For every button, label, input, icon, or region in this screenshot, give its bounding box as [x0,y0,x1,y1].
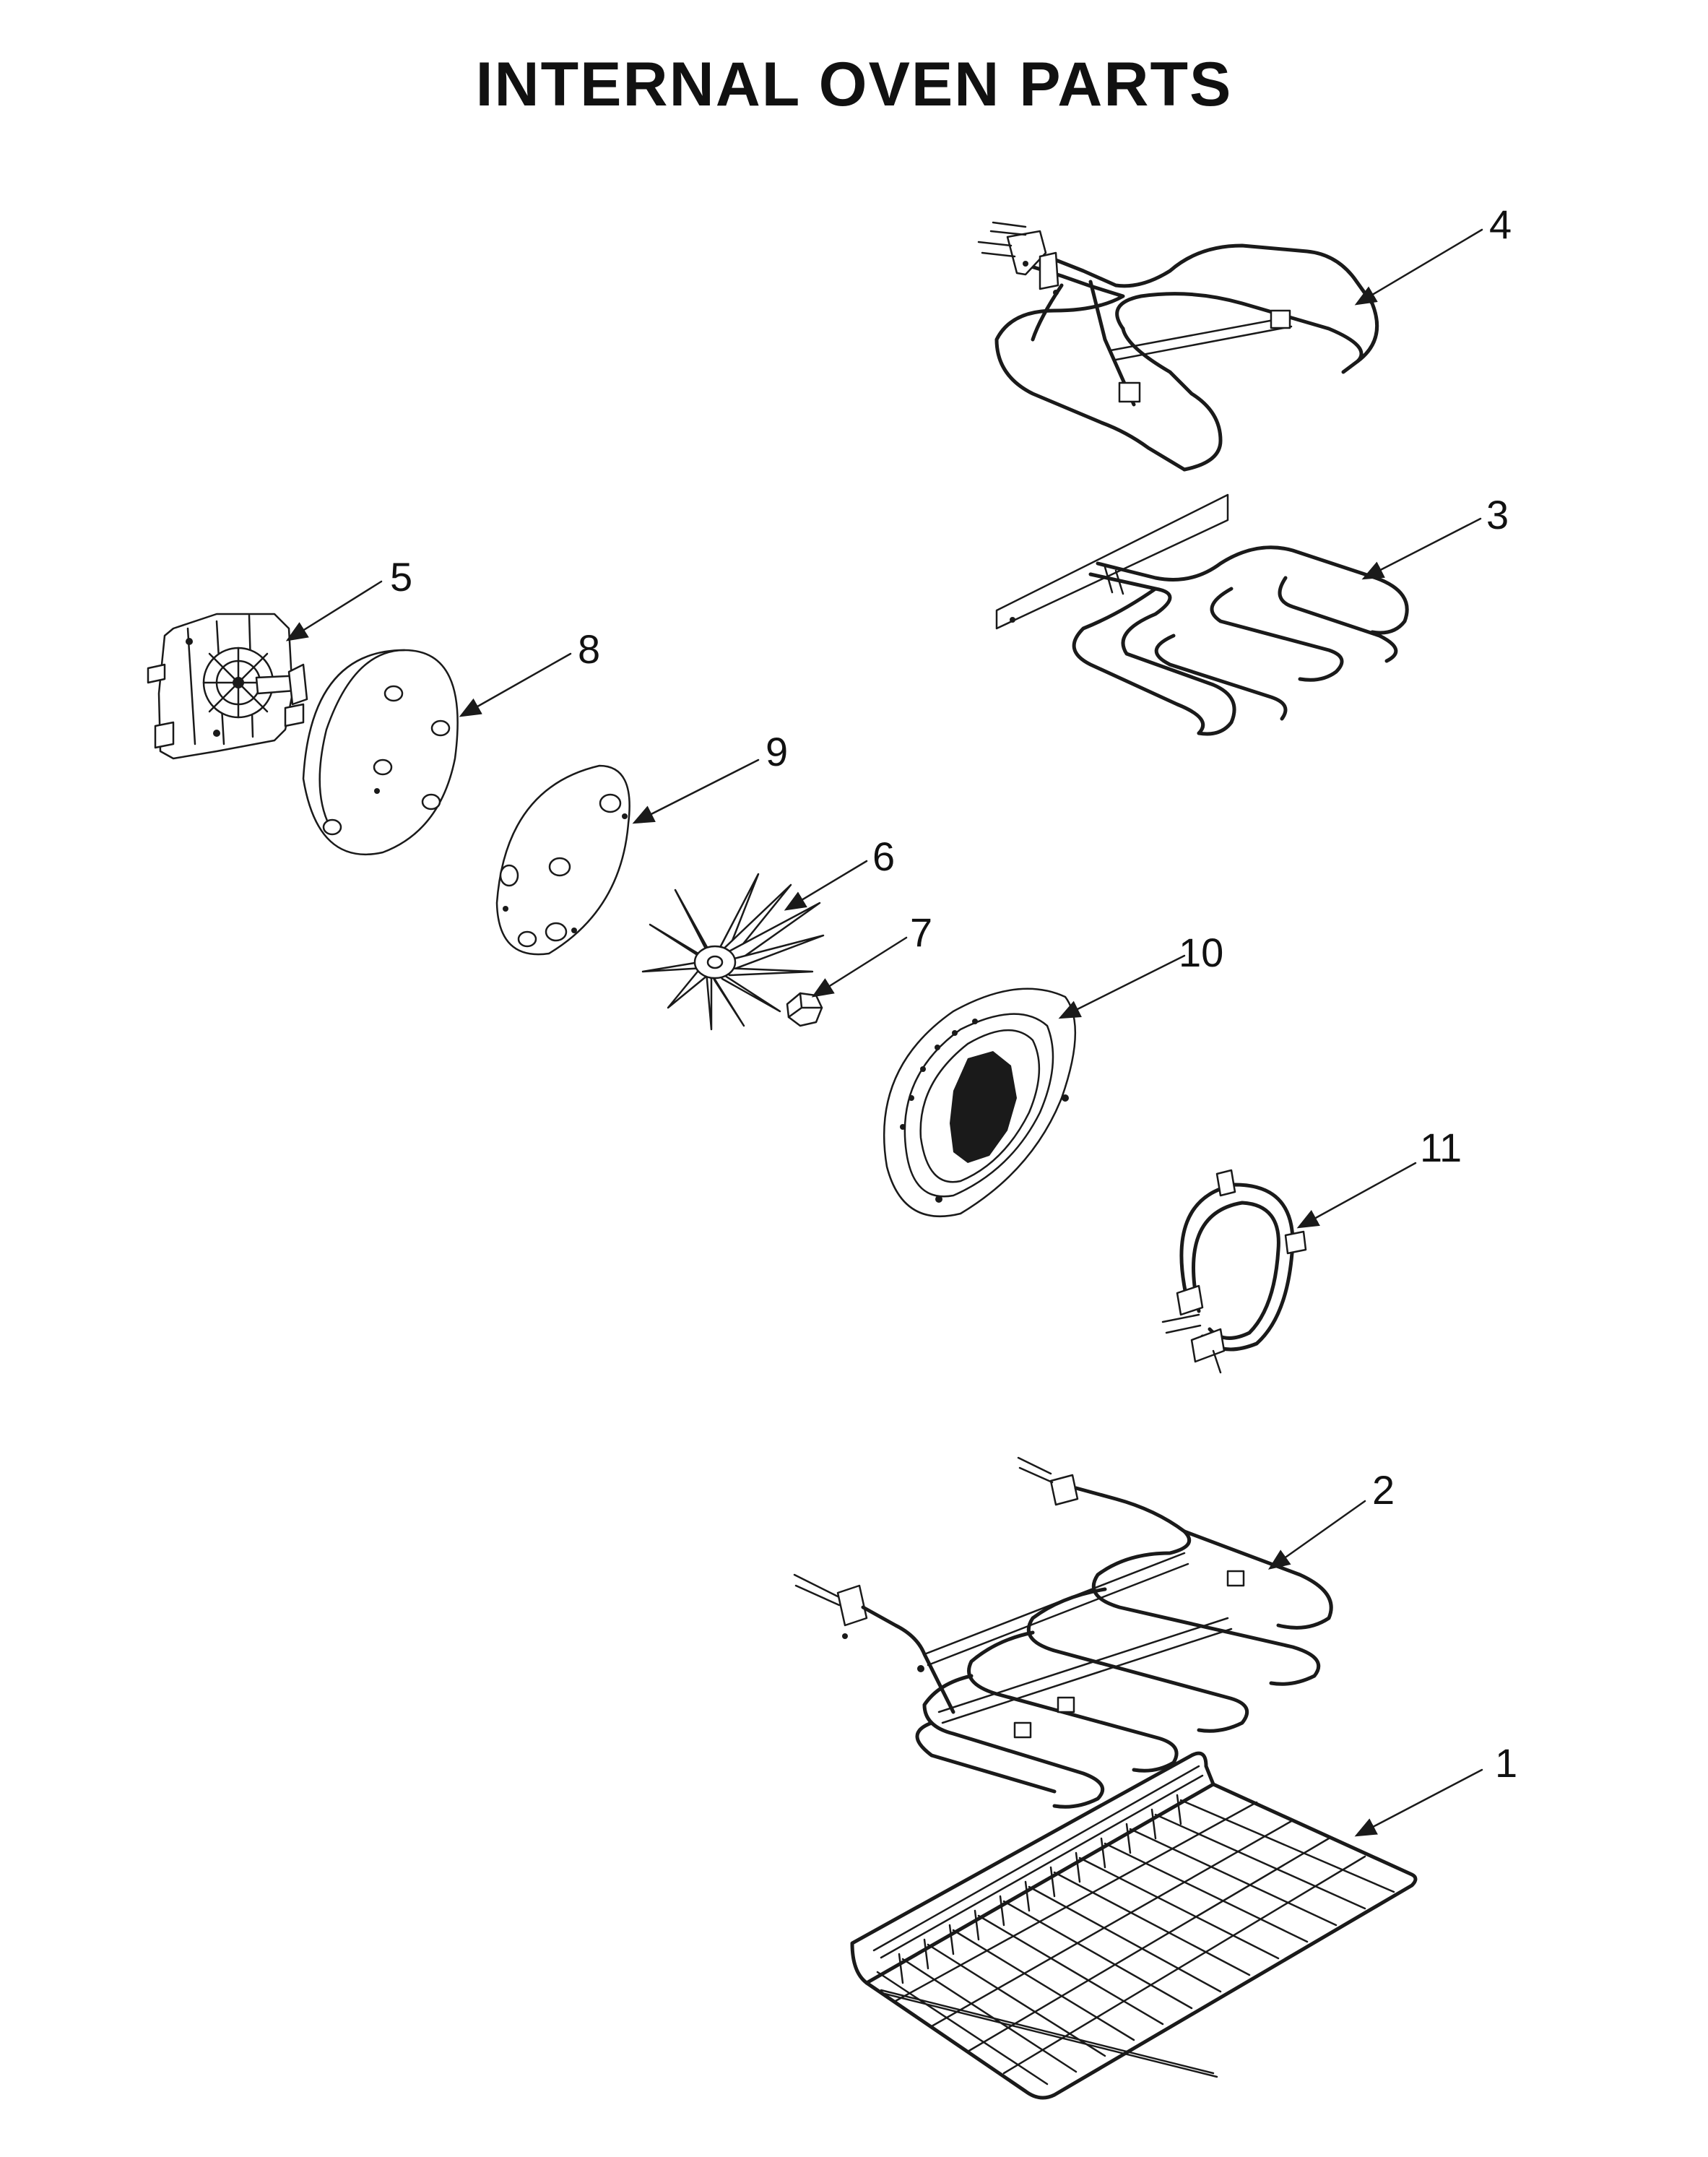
callout-leader-9 [632,758,760,824]
callout-number-9: 9 [766,729,788,774]
part-4-broil-element[interactable] [977,221,1379,472]
part-7-fan-nut[interactable] [786,992,823,1027]
callout-leader-10 [1058,954,1186,1019]
callout-number-7: 7 [910,909,932,955]
callout-leader-2 [1267,1500,1366,1570]
part-6-fan-blade[interactable] [641,873,825,1031]
callout-leader-7 [811,936,908,998]
part-2-bottom-element[interactable] [793,1456,1333,1809]
callout-number-5: 5 [390,554,412,600]
callout-leader-5 [285,580,383,641]
callout-number-1: 1 [1495,1740,1517,1786]
callout-number-3: 3 [1486,492,1509,537]
callout-leader-4 [1354,228,1483,306]
callout-leader-3 [1361,517,1482,580]
diagram-title: INTERNAL OVEN PARTS [475,50,1233,119]
callout-number-10: 10 [1179,930,1223,975]
callout-leader-6 [784,860,868,911]
part-5-fan-motor[interactable] [147,613,308,760]
callout-number-4: 4 [1489,202,1512,247]
callout-number-6: 6 [872,834,895,879]
callout-number-2: 2 [1372,1467,1395,1513]
part-8-insulation-disc[interactable] [302,649,459,856]
callout-leader-11 [1296,1162,1417,1229]
part-1-oven-rack[interactable] [850,1751,1418,2100]
callout-leader-8 [459,652,572,717]
part-3-bake-element[interactable] [995,493,1409,736]
part-9-mounting-plate[interactable] [495,764,630,956]
part-11-convection-element[interactable] [1161,1169,1307,1374]
callout-leader-1 [1354,1768,1483,1837]
callout-number-8: 8 [578,626,600,672]
part-10-fan-cover[interactable] [883,987,1077,1217]
callout-number-11: 11 [1420,1125,1462,1170]
